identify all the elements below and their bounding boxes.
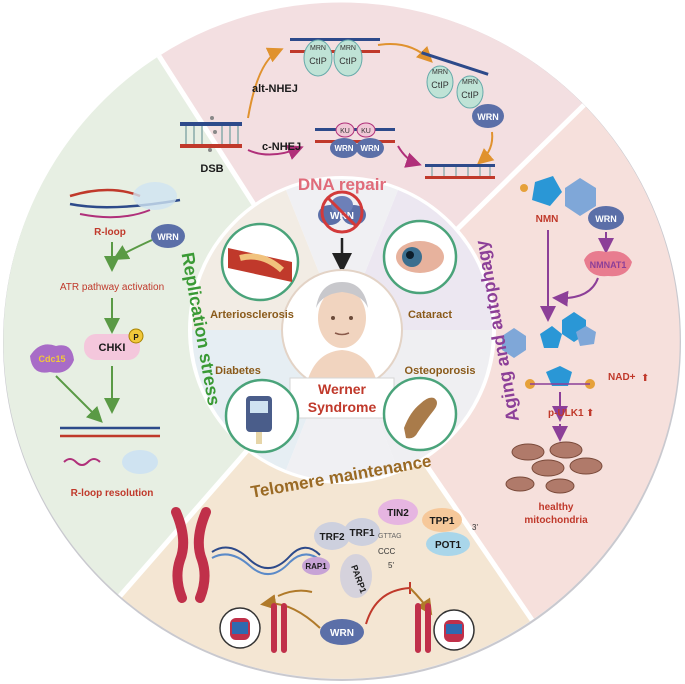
dsb-dna-icon	[180, 116, 242, 152]
disease-arteriosclerosis: Arteriosclerosis	[210, 309, 294, 321]
ctip-label-2: CtIP	[339, 56, 357, 66]
prohibition-icon	[320, 190, 364, 234]
center-wrn-label: WRN	[330, 211, 354, 222]
chromosome-icon	[171, 507, 211, 603]
prime3-label: 3'	[472, 523, 478, 532]
dsb-label: DSB	[200, 163, 223, 175]
phospho-label: P	[133, 333, 139, 342]
ctip-label-3: CtIP	[431, 80, 449, 90]
ku-label-1: KU	[340, 128, 350, 135]
c-nhej-label: c-NHEJ	[262, 141, 301, 153]
r-loop-resolution-label: R-loop resolution	[71, 488, 154, 499]
disease-diabetes: Diabetes	[215, 365, 261, 377]
atr-label: ATR pathway activation	[60, 282, 164, 293]
nad-label: NAD+	[608, 372, 636, 383]
tpp1-label: TPP1	[429, 516, 454, 527]
center-wrn-icon: WRN	[318, 190, 366, 234]
nmn-hexagon-icon	[565, 178, 596, 216]
short-telomere-chromosome-icon	[219, 603, 287, 653]
mito-label-line2: mitochondria	[524, 515, 588, 526]
disease-osteoporosis: Osteoporosis	[405, 365, 476, 377]
pulk1-up-arrow-icon: ⬆	[586, 408, 594, 419]
alt-nhej-label: alt-NHEJ	[252, 83, 298, 95]
long-telomere-chromosome-icon	[415, 603, 475, 653]
eye-icon	[382, 219, 458, 295]
wrn-label-dna-alt: WRN	[477, 112, 499, 122]
center-title-line2: Syndrome	[308, 399, 377, 415]
pot1-label: POT1	[435, 540, 462, 551]
dna-repair-panel: DSB alt-NHEJ c-NHEJ MRN CtIP MRN CtIP MR…	[180, 38, 504, 194]
trf1-label: TRF1	[350, 528, 375, 539]
prime5-label: 5'	[388, 561, 394, 570]
nmn-pentagon-icon	[532, 176, 562, 206]
chk1-label: CHKI	[99, 342, 126, 354]
bone-icon	[382, 376, 458, 452]
r-loop-label: R-loop	[94, 227, 126, 238]
cdc15-label: Cdc15	[38, 354, 65, 364]
wrn-label-cnhej-1: WRN	[334, 144, 353, 153]
wrn-label-replication: WRN	[157, 232, 179, 242]
mrn-label-1: MRN	[310, 45, 326, 52]
wrn-label-cnhej-2: WRN	[360, 144, 379, 153]
mrn-label-2: MRN	[340, 45, 356, 52]
disease-cataract: Cataract	[408, 309, 452, 321]
nmn-label: NMN	[536, 214, 559, 225]
mito-label-line1: healthy	[538, 502, 573, 513]
telomere-seq: GTTAG	[378, 533, 402, 540]
telomere-sector	[120, 342, 532, 679]
center-title-line1: Werner	[318, 381, 367, 397]
nad-up-arrow-icon: ⬆	[641, 373, 649, 384]
glucose-meter-icon	[224, 378, 300, 454]
mitochondria-icon	[505, 441, 603, 494]
artery-icon	[220, 222, 300, 302]
aging-sector	[342, 105, 680, 620]
telomere-ccc: CCC	[378, 547, 396, 556]
rap1-label: RAP1	[305, 562, 327, 571]
trf2-label: TRF2	[320, 532, 345, 543]
ctip-label-4: CtIP	[461, 90, 479, 100]
ctip-label-1: CtIP	[309, 56, 327, 66]
patient-portrait	[281, 269, 403, 391]
pulk1-label: p-ULK1	[548, 408, 584, 419]
wrn-label-telomere: WRN	[330, 628, 354, 639]
dna-repair-title: DNA repair	[298, 175, 387, 194]
ku-label-2: KU	[361, 128, 371, 135]
tin2-label: TIN2	[387, 508, 409, 519]
mrn-label-3: MRN	[432, 69, 448, 76]
mrn-label-4: MRN	[462, 79, 478, 86]
nmnat1-label: NMNAT1	[590, 260, 627, 270]
wrn-label-aging: WRN	[595, 214, 617, 224]
